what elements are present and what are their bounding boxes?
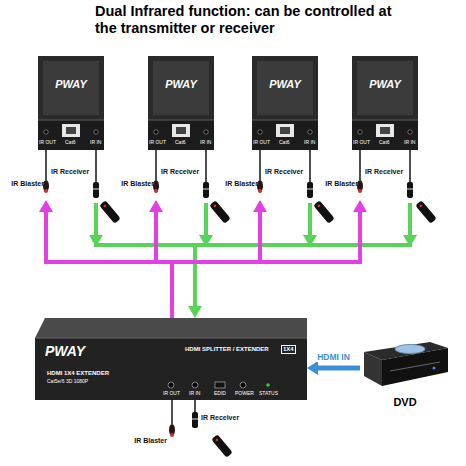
receiver-box: PWAY IR OUT Cat6 IR IN [148,56,214,150]
hdmi-connector [307,361,360,375]
node-text: IR OUT [149,140,166,146]
magenta-arrowheads [39,200,367,212]
node-text: DVD [393,396,416,408]
node-text: IR IN [90,140,101,146]
receiver-box: PWAY IR OUT Cat6 IR IN [352,56,418,150]
receiver-housing [252,56,318,150]
node-text: PWAY [45,344,85,359]
node-text: IR IN [404,140,415,146]
magenta-ir-lines [44,210,362,318]
node-text: POWER [235,391,254,397]
node-text: PWAY [269,78,301,90]
ir-label: IR Receiver [161,168,199,176]
node-text: Cat6 [379,140,390,146]
node-text: IR OUT [163,391,180,397]
node-text: 1X4 [281,345,296,354]
connector-line [318,366,360,371]
receiver-box: PWAY IR OUT Cat6 IR IN [252,56,318,150]
ir-label: IR Receiver [365,168,403,176]
splitter-box: PWAY HDMI SPLITTER / EXTENDER 1X4HDMI 1X4 … [35,318,307,400]
ir-label: IR Receiver [51,168,89,176]
receiver-housing [352,56,418,150]
node-text: IR IN [200,140,211,146]
node-text: IR OUT [39,140,56,146]
node-text: PWAY [165,78,197,90]
node-text: HDMI SPLITTER / EXTENDER [185,346,269,353]
ir-label: IR Blaster [325,180,358,188]
node-text: Cat6 [65,140,76,146]
green-ir-lines [94,203,412,308]
receiver-housing [38,56,104,150]
diagram-title: Dual Infrared function: can be controlle… [95,3,395,36]
arrowhead [307,361,318,375]
ir-label: IR Blaster [225,180,258,188]
node-text: IR OUT [353,140,370,146]
node-text: Cat6 [175,140,186,146]
ir-label: IR Blaster [11,180,44,188]
node-text: EDID [214,391,226,397]
node-text: IR IN [304,140,315,146]
green-arrowheads [89,235,417,318]
node-text: IR IN [189,391,200,397]
dvd-player: DVD [360,338,450,416]
ir-label: IR Receiver [265,168,303,176]
ir-label: IR Receiver [201,414,239,422]
node-text: PWAY [369,78,401,90]
node-text: Cat6 [279,140,290,146]
receiver-housing [148,56,214,150]
node-text: HDMI 1X4 EXTENDER [47,370,109,377]
ir-label: IR Blaster [121,180,154,188]
node-text: STATUS [259,391,278,397]
node-text: PWAY [55,78,87,90]
node-text: Cat5e/6 3D 1080P [47,379,88,385]
node-text: IR OUT [253,140,270,146]
receiver-box: PWAY IR OUT Cat6 IR IN [38,56,104,150]
ir-label: IR Blaster [134,437,167,445]
edge-label: HDMI IN [317,353,350,362]
